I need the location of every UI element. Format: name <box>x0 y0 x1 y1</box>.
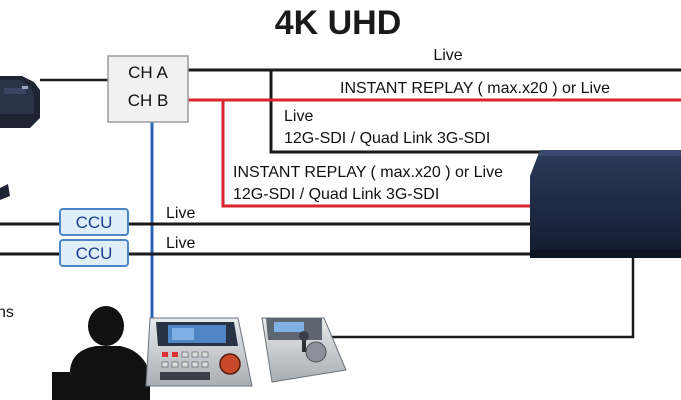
recorder-server-icon <box>530 150 681 258</box>
ccu2-live-label: Live <box>166 235 195 252</box>
router-box: CH A CH B <box>107 55 189 123</box>
router-ch-a-label: CH A <box>128 63 168 82</box>
top-live-label: Live <box>433 47 462 64</box>
ccu-label: CCU <box>76 244 113 263</box>
ccu-label: CCU <box>76 213 113 232</box>
replay-line-to-server <box>221 100 530 208</box>
top-replay-label: INSTANT REPLAY ( max.x20 ) or Live <box>340 80 610 97</box>
live-line-to-server <box>269 70 560 154</box>
router-ch-b-label: CH B <box>128 91 169 110</box>
operator-icon <box>52 306 150 400</box>
camera-icon <box>0 184 10 200</box>
remote-to-server-line <box>330 256 635 339</box>
cropped-text-fragment: ns <box>0 304 14 321</box>
diagram-title: 4K UHD <box>275 4 402 42</box>
camera-icon <box>0 76 40 128</box>
remote-controller-icon <box>261 317 347 383</box>
lower-format-label: 12G-SDI / Quad Link 3G-SDI <box>233 186 439 203</box>
lower-replay-label: INSTANT REPLAY ( max.x20 ) or Live <box>233 164 503 181</box>
ccu-box: CCU <box>59 208 129 236</box>
replay-controller-icon <box>145 317 253 387</box>
ccu1-live-label: Live <box>166 205 195 222</box>
mid-live-label: Live <box>284 108 313 125</box>
ccu-box: CCU <box>59 239 129 267</box>
mid-format-label: 12G-SDI / Quad Link 3G-SDI <box>284 130 490 147</box>
